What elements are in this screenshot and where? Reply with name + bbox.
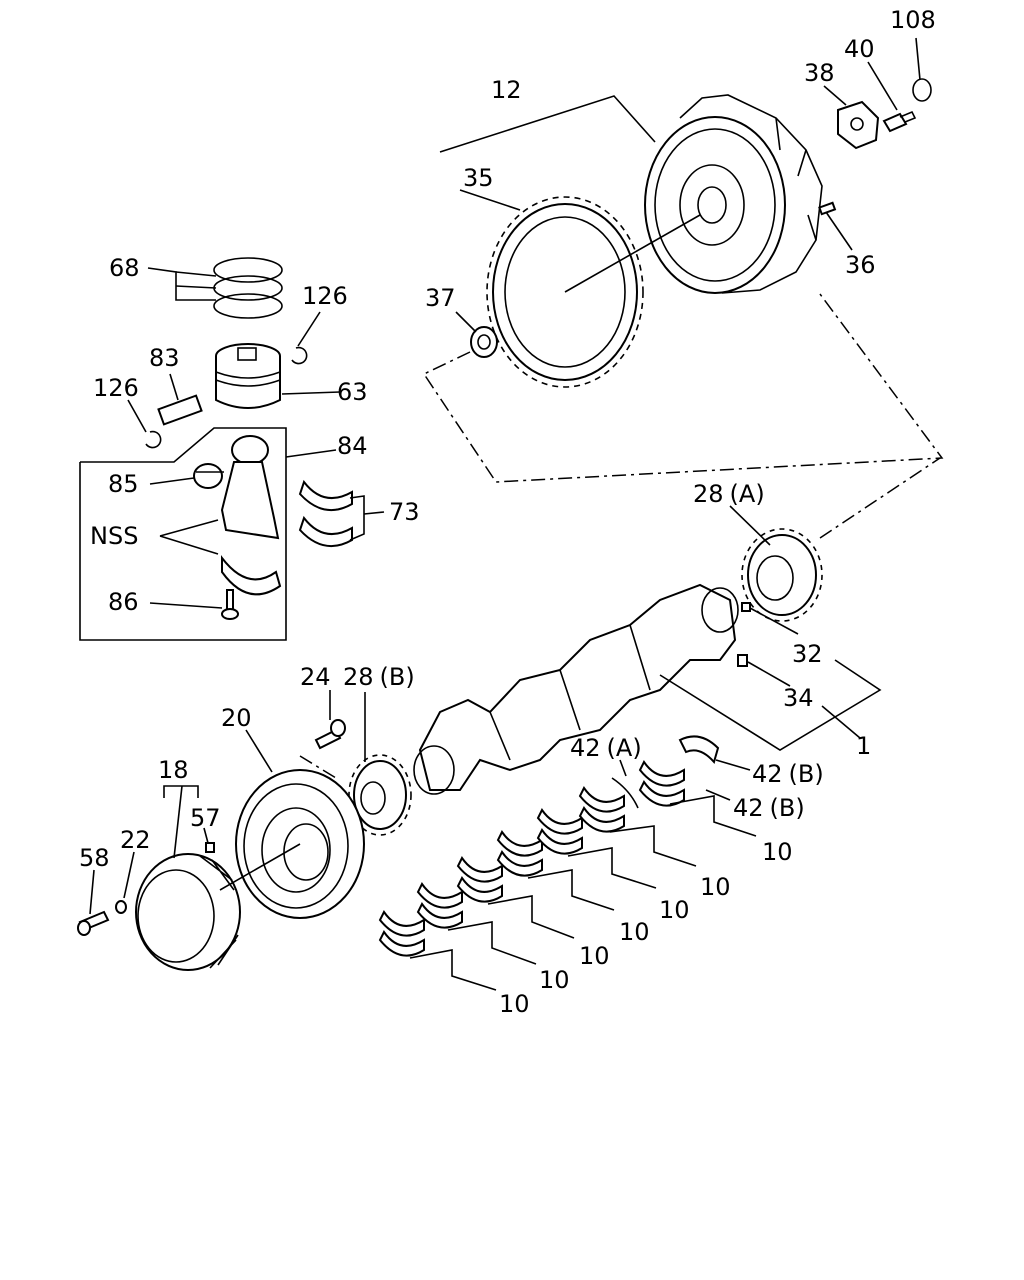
thrust-washer-42a	[611, 777, 639, 809]
piston-rings-68	[213, 257, 283, 319]
callout-nss: NSS	[90, 522, 138, 550]
snap-ring-126-upper	[291, 346, 308, 365]
callout-18: 18	[158, 756, 189, 784]
callout-28a: 28(A)	[693, 480, 765, 508]
connecting-rod-box	[79, 427, 287, 641]
callout-126-lower: 126	[93, 374, 139, 402]
callout-10: 10	[539, 966, 570, 994]
leader-lines	[89, 37, 921, 991]
bolt-58	[77, 910, 110, 936]
callout-42b-upper: 42(B)	[752, 760, 824, 788]
callout-22: 22	[120, 826, 151, 854]
main-bearing-10	[378, 760, 685, 957]
crankshaft-1	[413, 583, 739, 795]
piston-pin-83	[157, 394, 203, 426]
callout-40: 40	[844, 35, 875, 63]
callout-35: 35	[463, 164, 494, 192]
callout-42b-lower: 42(B)	[733, 794, 805, 822]
rod-cap	[221, 555, 282, 596]
callout-12: 12	[491, 76, 522, 104]
rod-bearing-73	[298, 479, 353, 548]
callout-24: 24	[300, 663, 331, 691]
callout-63: 63	[337, 378, 368, 406]
callout-126-upper: 126	[302, 282, 348, 310]
callout-10: 10	[499, 990, 530, 1018]
callout-10: 10	[700, 873, 731, 901]
connecting-rod	[220, 435, 280, 540]
dowel-pin-32	[741, 602, 751, 612]
dowel-pin-34	[737, 654, 748, 667]
callout-36: 36	[845, 251, 876, 279]
callout-38: 38	[804, 59, 835, 87]
callout-42a: 42(A)	[570, 734, 642, 762]
callout-20: 20	[221, 704, 252, 732]
callout-83: 83	[149, 344, 180, 372]
assembly-centerlines	[299, 293, 944, 779]
callout-73: 73	[389, 498, 420, 526]
callout-108: 108	[890, 6, 936, 34]
callout-10: 10	[659, 896, 690, 924]
flywheel-housing	[644, 94, 823, 294]
rod-bolt-86	[221, 589, 239, 620]
snap-ring-108	[912, 78, 932, 102]
connecting-rod-bushing-85	[193, 463, 224, 489]
callout-10: 10	[619, 918, 650, 946]
callout-84: 84	[337, 432, 368, 460]
thrust-washer-42b	[678, 735, 720, 765]
group-bracket-12	[439, 95, 656, 153]
callout-34: 34	[783, 684, 814, 712]
pin-57	[205, 842, 215, 853]
callout-85: 85	[108, 470, 139, 498]
crank-gear-28a	[741, 528, 823, 622]
piston-63	[215, 343, 281, 409]
callout-28b: 28(B)	[343, 663, 415, 691]
callout-labels: 108 40 38 12 35 36 37 68 126 83 63 126 8…	[79, 6, 936, 1018]
callout-10: 10	[579, 942, 610, 970]
pilot-bearing-flange	[837, 100, 880, 150]
callout-1: 1	[856, 732, 871, 760]
callout-10: 10	[762, 838, 793, 866]
bolt-24	[314, 719, 346, 750]
snap-ring-126-lower	[145, 430, 162, 449]
dowel-pin-36	[818, 201, 837, 216]
callout-37: 37	[425, 284, 456, 312]
callout-58: 58	[79, 844, 110, 872]
callout-68: 68	[109, 254, 140, 282]
bearing-37	[470, 326, 498, 358]
damper-18	[135, 853, 241, 971]
callout-32: 32	[792, 640, 823, 668]
washer-22	[115, 900, 127, 914]
callout-86: 86	[108, 588, 139, 616]
callout-57: 57	[190, 804, 221, 832]
flange-bolt	[882, 110, 917, 133]
